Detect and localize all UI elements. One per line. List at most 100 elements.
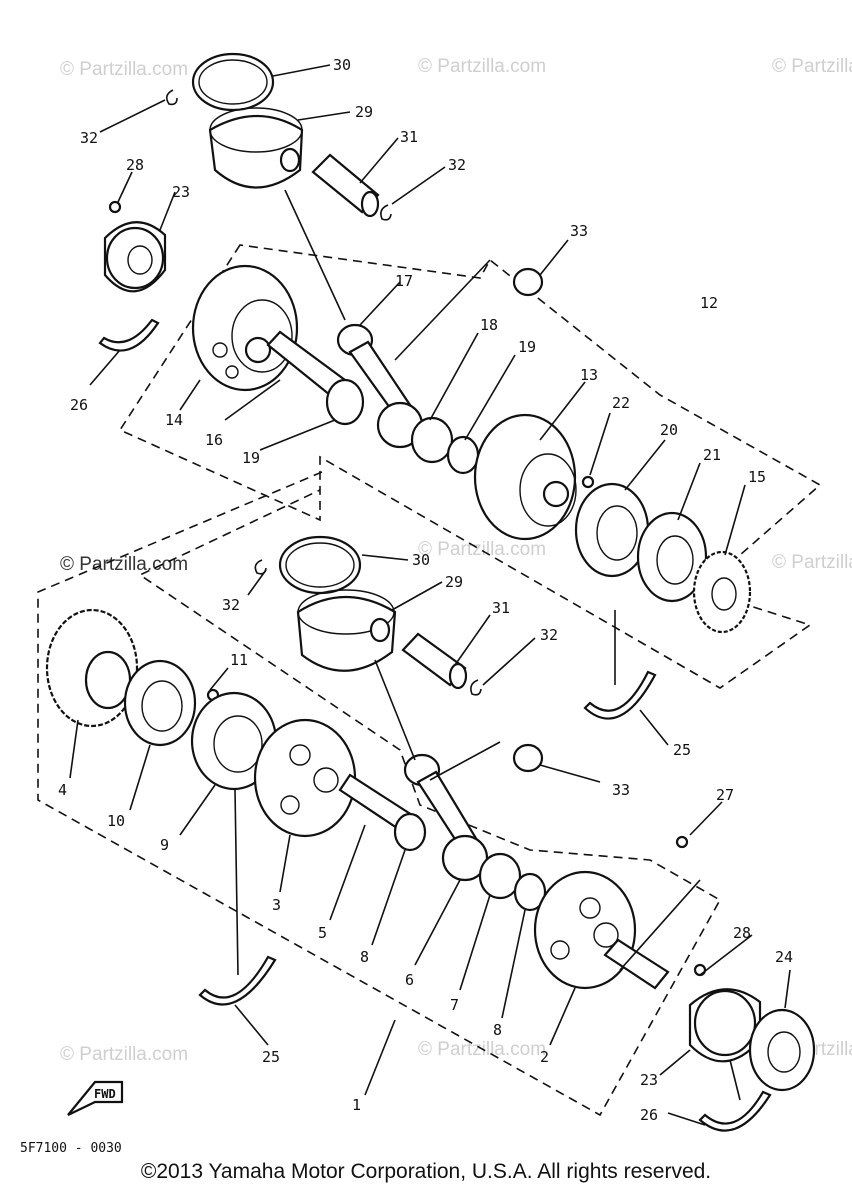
oil-seal-part-21 xyxy=(636,511,708,603)
circlip-part-26 xyxy=(98,318,160,352)
needle-bearing-part-18 xyxy=(410,416,454,464)
washer-part-8 xyxy=(513,872,547,912)
callout-7: 7 xyxy=(450,996,459,1014)
callout-31: 31 xyxy=(400,128,418,146)
callout-32: 32 xyxy=(540,626,558,644)
circlip-part-32 xyxy=(165,89,178,106)
callout-26: 26 xyxy=(640,1106,658,1124)
watermark: © Partzilla.com xyxy=(772,552,852,573)
crank-bearing-part-23 xyxy=(688,988,762,1063)
watermark: © Partzilla.com xyxy=(418,539,546,560)
callout-16: 16 xyxy=(205,431,223,449)
callout-33: 33 xyxy=(612,781,630,799)
watermark: © Partzilla.com xyxy=(60,554,188,575)
washer-part-8 xyxy=(393,812,427,852)
connecting-rod-part-6 xyxy=(403,753,489,882)
callout-23: 23 xyxy=(640,1071,658,1089)
callout-30: 30 xyxy=(412,551,430,569)
callout-23: 23 xyxy=(172,183,190,201)
washer-part-19 xyxy=(325,378,365,426)
connecting-rod-part-17 xyxy=(336,323,424,449)
piston-ring-part-30 xyxy=(278,535,362,595)
callout-32: 32 xyxy=(448,156,466,174)
oil-seal-part-24 xyxy=(748,1008,816,1092)
upper-crank-assembly-outline xyxy=(118,244,822,689)
gear-part-15 xyxy=(692,550,752,634)
callout-8: 8 xyxy=(493,1021,502,1039)
piston-part-29 xyxy=(296,589,397,672)
callout-6: 6 xyxy=(405,971,414,989)
leader-lines xyxy=(69,64,791,1126)
callout-18: 18 xyxy=(480,316,498,334)
needle-bearing-part-7 xyxy=(478,852,522,900)
callout-9: 9 xyxy=(160,836,169,854)
callout-15: 15 xyxy=(748,468,766,486)
callout-4: 4 xyxy=(58,781,67,799)
callout-29: 29 xyxy=(445,573,463,591)
callout-3: 3 xyxy=(272,896,281,914)
piston-ring-part-30 xyxy=(191,52,275,112)
drawing-code: 5F7100 - 0030 xyxy=(20,1141,122,1156)
crankshaft-web-part-14 xyxy=(191,264,299,392)
callout-5: 5 xyxy=(318,924,327,942)
callout-19: 19 xyxy=(242,449,260,467)
callout-25: 25 xyxy=(673,741,691,759)
callout-22: 22 xyxy=(612,394,630,412)
crankshaft-web-part-13 xyxy=(473,413,577,541)
callout-32: 32 xyxy=(80,129,98,147)
callout-21: 21 xyxy=(703,446,721,464)
bearing-part-9 xyxy=(190,691,278,791)
callout-13: 13 xyxy=(580,366,598,384)
oil-seal-part-10 xyxy=(123,659,197,747)
watermark: © Partzilla.com xyxy=(60,1044,188,1065)
circlip-part-32 xyxy=(380,204,392,221)
lower-crank-assembly-outline xyxy=(37,471,722,1117)
callout-28: 28 xyxy=(733,924,751,942)
callout-14: 14 xyxy=(165,411,183,429)
watermark: © Partzilla.com xyxy=(418,56,546,77)
crankshaft-web-part-2 xyxy=(533,870,670,990)
watermark: © Partzilla.com xyxy=(60,59,188,80)
callout-31: 31 xyxy=(492,599,510,617)
piston-pin-part-31 xyxy=(401,632,468,690)
crank-bearing-part-23 xyxy=(103,221,167,293)
crankshaft-web-part-3 xyxy=(253,718,357,838)
callout-25: 25 xyxy=(262,1048,280,1066)
piston-pin-part-31 xyxy=(311,153,380,218)
callout-11: 11 xyxy=(230,651,248,669)
callout-30: 30 xyxy=(333,56,351,74)
circlip-part-32 xyxy=(470,679,482,696)
circlip-part-25 xyxy=(583,670,657,720)
callout-29: 29 xyxy=(355,103,373,121)
washer-part-19 xyxy=(446,435,480,475)
callout-33: 33 xyxy=(570,222,588,240)
callout-27: 27 xyxy=(716,786,734,804)
callout-12: 12 xyxy=(700,294,718,312)
callout-17: 17 xyxy=(395,272,413,290)
callout-20: 20 xyxy=(660,421,678,439)
watermark: © Partzilla.com xyxy=(772,56,852,77)
forward-arrow-icon: FWD xyxy=(67,1080,124,1116)
callout-24: 24 xyxy=(775,948,793,966)
circlip-part-26 xyxy=(698,1090,772,1132)
callout-labels: 30 29 31 32 32 28 23 33 17 12 18 19 13 2… xyxy=(58,56,793,1124)
callout-26: 26 xyxy=(70,396,88,414)
dowel-pin-part-28 xyxy=(693,963,707,977)
callout-8: 8 xyxy=(360,948,369,966)
dowel-pin-part-22 xyxy=(581,475,595,489)
circlip-part-25 xyxy=(198,955,277,1006)
gear-part-4 xyxy=(45,608,139,728)
needle-bearing-part-33 xyxy=(512,743,544,773)
callout-19: 19 xyxy=(518,338,536,356)
copyright-notice: ©2013 Yamaha Motor Corporation, U.S.A. A… xyxy=(140,1160,712,1183)
dowel-pin-part-27 xyxy=(675,835,689,849)
dowel-pin-part-28 xyxy=(108,200,122,214)
piston-part-29 xyxy=(208,107,304,189)
callout-1: 1 xyxy=(352,1096,361,1114)
fwd-label: FWD xyxy=(94,1087,116,1101)
callout-32: 32 xyxy=(222,596,240,614)
callout-2: 2 xyxy=(540,1048,549,1066)
needle-bearing-part-33 xyxy=(512,267,544,297)
callout-28: 28 xyxy=(126,156,144,174)
